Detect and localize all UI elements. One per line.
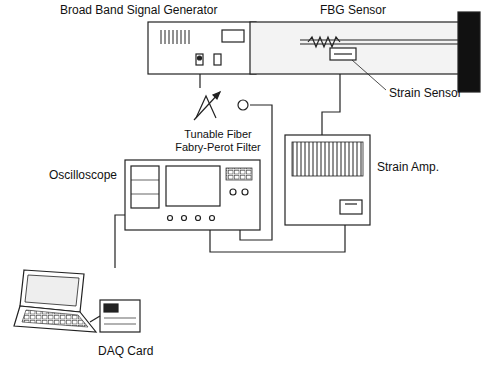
fbg-beam-fixture (250, 12, 480, 92)
signal-generator-node: Broad Band Signal Generator (148, 22, 256, 74)
device-label: FBG Sensor (320, 3, 386, 17)
device-label: Oscilloscope (49, 168, 117, 182)
cable-connector (322, 74, 340, 135)
cable-connector (200, 74, 201, 88)
fbg-sensor-node: FBG Sensor (250, 22, 460, 74)
part-label: Strain Sensor (389, 86, 462, 100)
daq-card-node: DAQ Card (10, 268, 145, 340)
filter-node: Tunable Fiber Fabry-Perot Filter (190, 88, 250, 123)
cable-connector (210, 225, 345, 252)
device-label: Tunable Fiber Fabry-Perot Filter (168, 128, 268, 154)
laptop-with-daq-card (14, 270, 140, 332)
device-label: DAQ Card (98, 344, 153, 358)
cable-connector (115, 215, 125, 268)
signal-generator (148, 22, 256, 74)
strain-amplifier (285, 135, 370, 225)
fabry-perot-filter-symbol (194, 92, 248, 120)
strain-amp-node: Strain Amp. (285, 135, 370, 225)
cable-connector (240, 105, 272, 240)
oscilloscope (125, 160, 260, 230)
device-label: Broad Band Signal Generator (60, 3, 217, 17)
device-label: Strain Amp. (377, 160, 439, 174)
oscilloscope-node: Oscilloscope (125, 160, 260, 230)
